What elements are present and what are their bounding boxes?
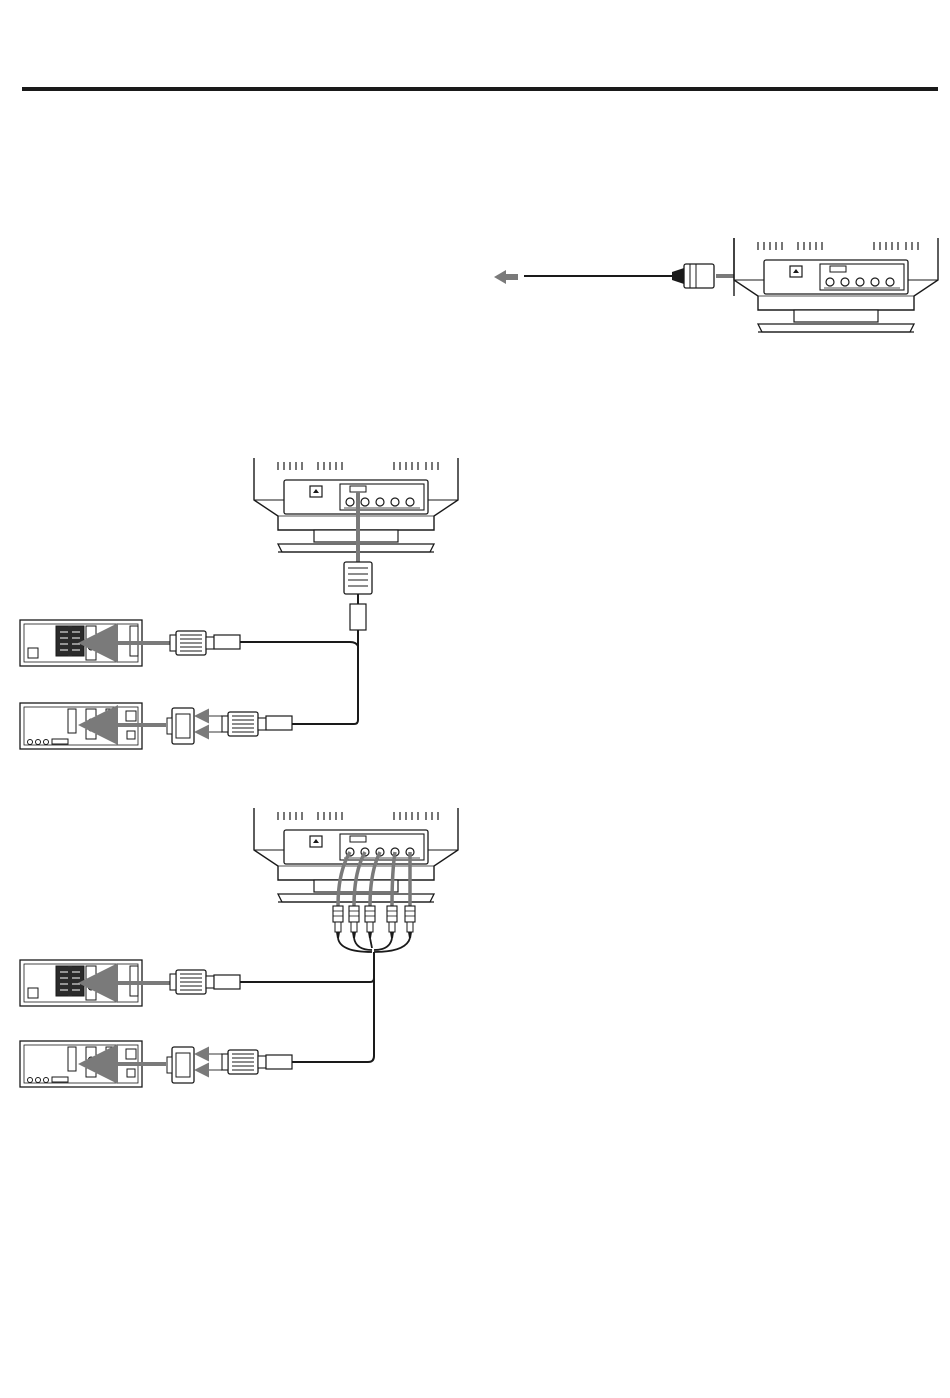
power-arrow-icon bbox=[494, 270, 518, 284]
mac-adapter bbox=[167, 708, 194, 744]
power-connection-figure bbox=[494, 238, 938, 332]
monitor-rear-view bbox=[734, 238, 938, 332]
hd15-connection-figure bbox=[20, 458, 458, 749]
bnc-connection-figure bbox=[20, 808, 458, 1087]
header-rule bbox=[22, 87, 938, 91]
signal-cable-hd15 bbox=[240, 562, 372, 724]
power-plug bbox=[672, 264, 714, 288]
mac-adapter bbox=[167, 1047, 194, 1083]
